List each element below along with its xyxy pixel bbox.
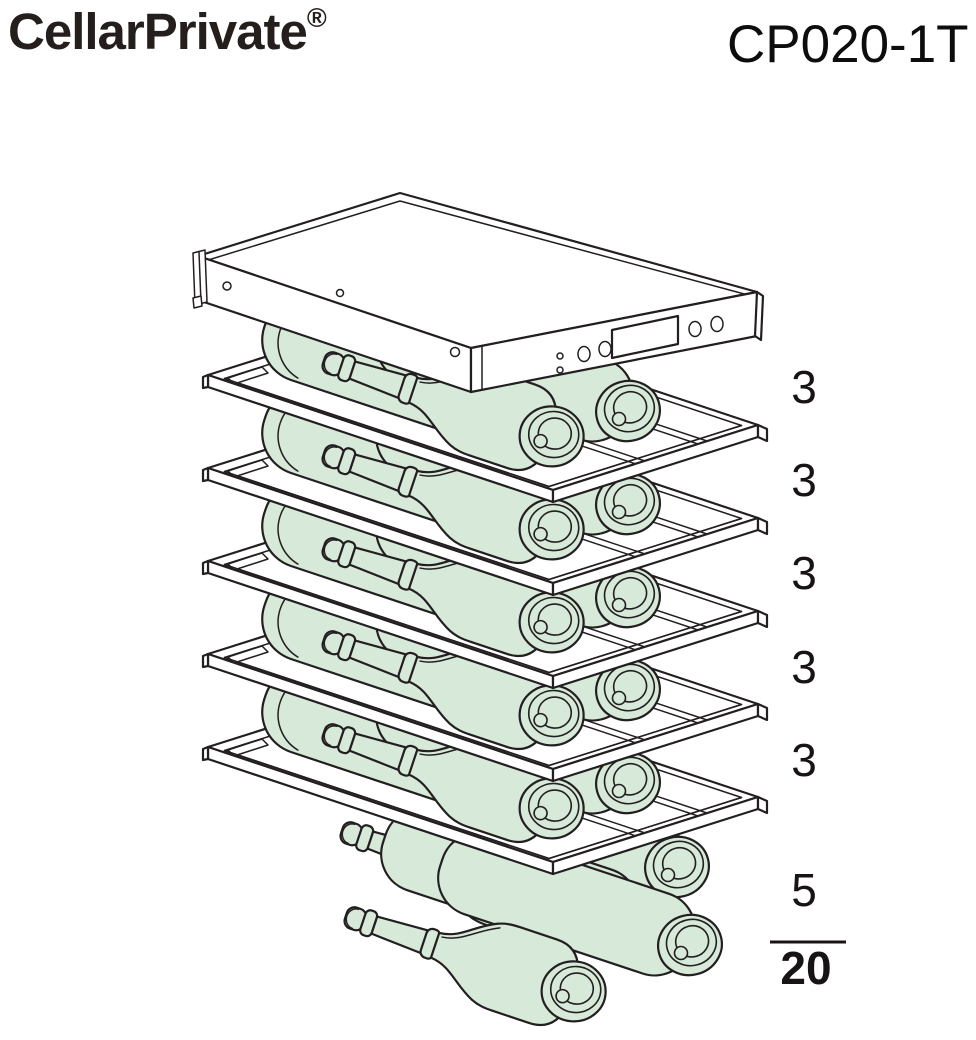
registered-trademark-icon: ® <box>306 3 327 33</box>
shelf-count-label: 3 <box>791 641 817 693</box>
screw-hole-icon <box>335 288 345 298</box>
shelf-count-label: 3 <box>791 734 817 786</box>
panel-button <box>598 340 612 358</box>
base-count-label: 5 <box>791 864 817 916</box>
control-panel <box>469 290 765 394</box>
total-count-label: 20 <box>780 942 831 994</box>
brand-name: CellarPrivate <box>8 3 308 60</box>
screw-hole-icon <box>449 346 461 358</box>
cooler-unit <box>192 191 765 394</box>
shelf-count-label: 3 <box>791 547 817 599</box>
model-number: CP020-1T <box>727 15 969 74</box>
screw-hole-icon <box>222 281 232 291</box>
brand-logo: CellarPrivate® <box>8 2 327 61</box>
indicator-led-icon <box>556 366 564 374</box>
display-window <box>610 314 680 360</box>
panel-button <box>577 345 591 363</box>
shelf-count-label: 3 <box>791 361 817 413</box>
indicator-led-icon <box>556 352 564 360</box>
shelf-count-label: 3 <box>791 454 817 506</box>
mounting-flange <box>192 249 208 309</box>
panel-button <box>688 320 702 338</box>
panel-button <box>710 315 724 333</box>
